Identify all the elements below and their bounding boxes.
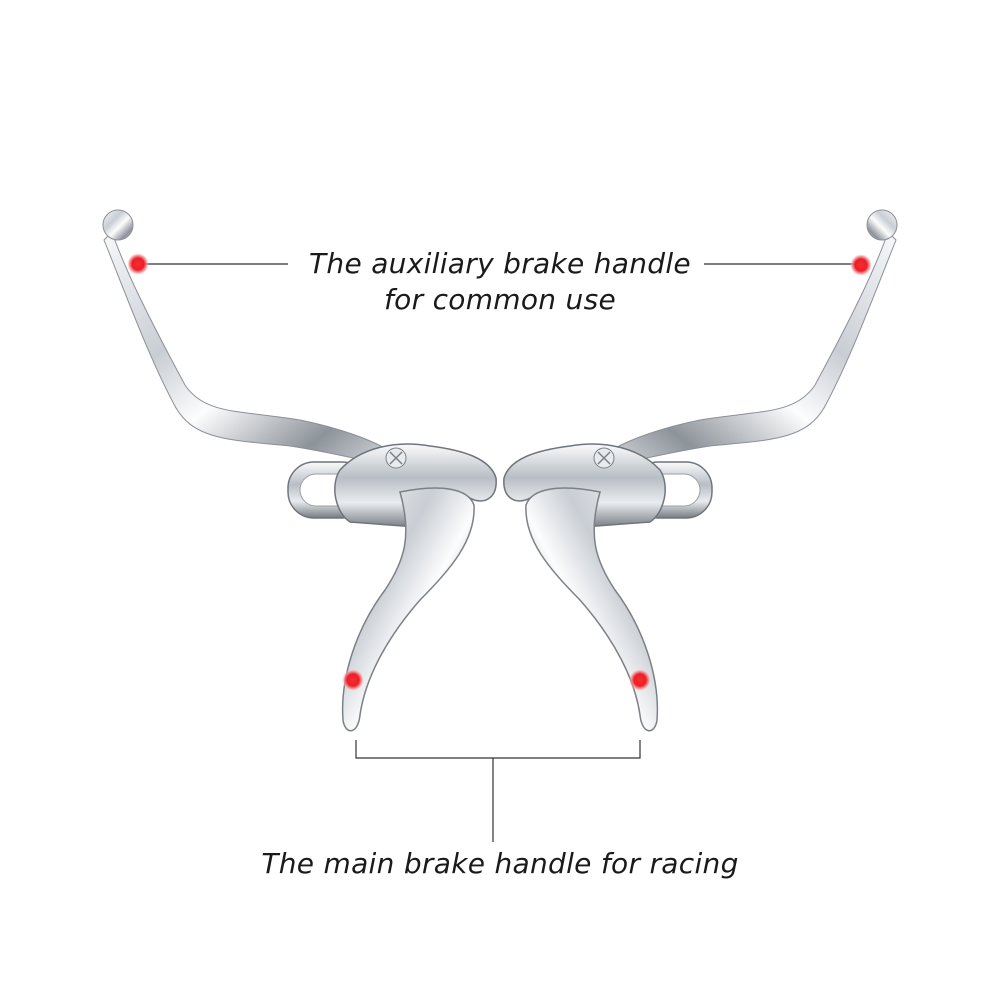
marker-aux-right	[850, 254, 872, 276]
right-brake-lever	[503, 209, 898, 732]
left-brake-lever	[102, 209, 497, 732]
main-bracket	[355, 740, 641, 759]
auxiliary-label-line2: for common use	[383, 283, 616, 316]
right-aux-ball-end	[866, 209, 898, 241]
right-main-lever	[525, 487, 659, 732]
marker-aux-left	[127, 253, 149, 275]
marker-main-left	[342, 669, 364, 691]
auxiliary-label-line1: The auxiliary brake handle	[309, 247, 691, 280]
left-aux-ball-end	[102, 209, 134, 241]
marker-main-right	[629, 669, 651, 691]
main-label: The main brake handle for racing	[261, 847, 739, 880]
left-main-lever	[341, 487, 475, 732]
